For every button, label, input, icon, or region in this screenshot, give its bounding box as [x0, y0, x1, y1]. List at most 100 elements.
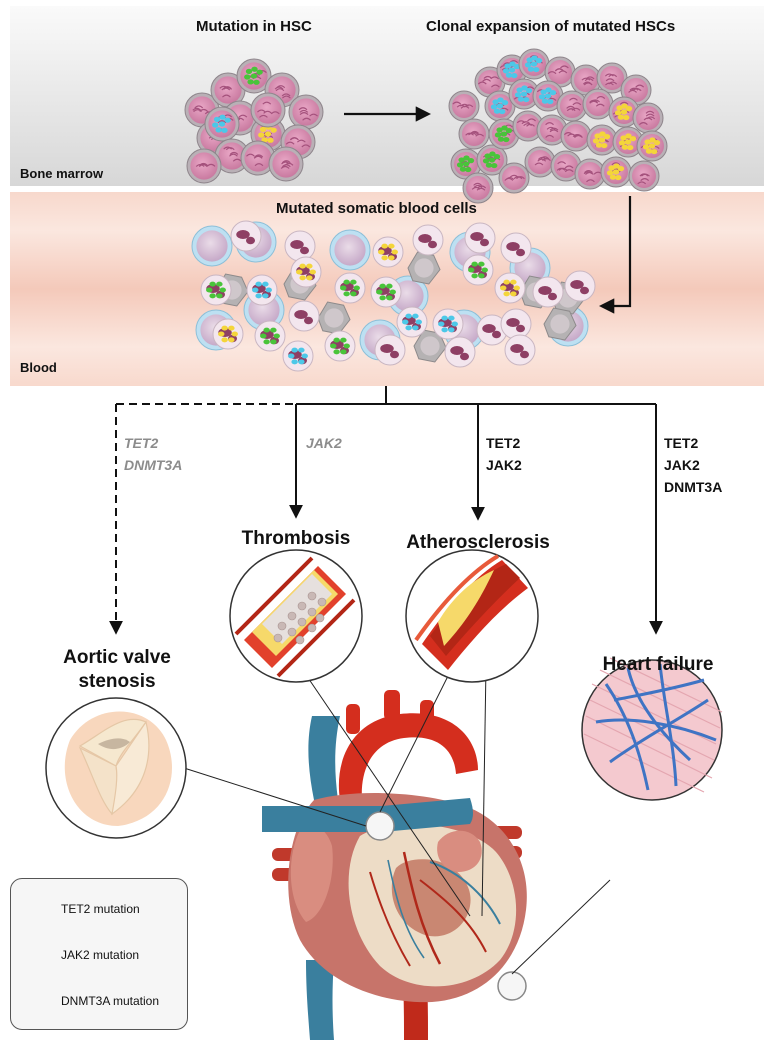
- platelet-cell: [407, 251, 441, 285]
- gene-label-thrombosis: JAK2: [306, 432, 342, 454]
- hsc-cluster-expanded: [448, 48, 668, 204]
- mutated-hsc: [488, 118, 520, 150]
- gene-label-aortic: TET2 DNMT3A: [124, 432, 182, 476]
- hsc-cell: [210, 72, 246, 108]
- hsc-cell: [536, 114, 568, 146]
- legend-label-tet2: TET2 mutation: [61, 902, 140, 916]
- atherosclerosis-zoom: [405, 549, 539, 683]
- mutated-white-cell: [372, 236, 404, 268]
- mutated-hsc: [518, 48, 550, 80]
- gene-tet2: TET2: [486, 435, 521, 451]
- mutated-hsc: [204, 106, 240, 142]
- mutated-white-cell: [324, 330, 356, 362]
- hsc-cell: [240, 140, 276, 176]
- hsc-cell: [288, 94, 324, 130]
- mutated-hsc: [508, 78, 540, 110]
- hsc-cell: [184, 92, 220, 128]
- mutated-white-cell: [396, 306, 428, 338]
- heart-failure-zoom: [581, 657, 723, 801]
- mutated-white-cell: [200, 274, 232, 306]
- mutated-white-cell: [370, 276, 402, 308]
- hsc-cell: [498, 162, 530, 194]
- inferior-vena-cava: [306, 960, 334, 1040]
- legend-item-tet2: TET2 mutation: [19, 891, 140, 927]
- heart-illustration: [262, 690, 527, 1040]
- red-blood-cell: [329, 229, 371, 271]
- gene-jak2: JAK2: [664, 457, 700, 473]
- gene-jak2: JAK2: [306, 435, 342, 451]
- hsc-cell: [250, 92, 286, 128]
- white-cell: [444, 336, 476, 368]
- hsc-cell: [462, 172, 494, 204]
- aortic-valve-zoom: [45, 697, 187, 839]
- pulmonary-artery: [262, 806, 385, 832]
- platelet-cell: [543, 307, 577, 341]
- disease-atherosclerosis: Atherosclerosis: [406, 532, 550, 553]
- hsc-cell: [560, 120, 592, 152]
- hsc-cell: [556, 90, 588, 122]
- stage-title-mutation: Mutation in HSC: [196, 18, 312, 35]
- gene-tet2: TET2: [124, 435, 159, 451]
- hsc-cell: [632, 102, 664, 134]
- platelet-cell: [317, 301, 351, 335]
- myocardium-marker: [497, 971, 527, 1001]
- mutated-hsc: [484, 90, 516, 122]
- hsc-cell: [214, 138, 250, 174]
- marrow-to-blood-arrow: [598, 196, 632, 314]
- mutated-hsc: [586, 124, 618, 156]
- white-cell: [230, 220, 262, 252]
- mutated-white-cell: [212, 318, 244, 350]
- bone-marrow-label: Bone marrow: [20, 166, 104, 181]
- legend-label-jak2: JAK2 mutation: [61, 948, 140, 962]
- gene-dnmt3a: DNMT3A: [124, 457, 183, 473]
- mutated-blood-cells: [191, 220, 596, 372]
- hsc-cell: [582, 88, 614, 120]
- mutated-hsc: [612, 126, 644, 158]
- mutated-hsc: [236, 58, 272, 94]
- white-cell: [564, 270, 596, 302]
- mutated-white-cell: [282, 340, 314, 372]
- mutated-white-cell: [290, 256, 322, 288]
- hsc-cell: [550, 150, 582, 182]
- legend-label-dnmt3a: DNMT3A mutation: [61, 994, 160, 1008]
- mutated-hsc: [476, 144, 508, 176]
- hsc-cell: [458, 118, 490, 150]
- hsc-cell: [574, 158, 606, 190]
- blood-label: Blood: [20, 360, 57, 375]
- hsc-cell: [268, 146, 304, 182]
- disease-aortic-valve-stenosis: Aortic valve stenosis: [63, 647, 171, 692]
- white-cell: [374, 334, 406, 366]
- white-cell: [476, 314, 508, 346]
- platelet-cell: [413, 329, 447, 363]
- white-cell: [500, 232, 532, 264]
- mutated-hsc: [532, 80, 564, 112]
- hsc-cell: [524, 146, 556, 178]
- white-cell: [288, 300, 320, 332]
- gene-jak2: JAK2: [486, 457, 522, 473]
- white-cell: [284, 230, 316, 262]
- mutated-hsc: [636, 130, 668, 162]
- red-blood-cell: [191, 225, 233, 267]
- thrombosis-zoom: [229, 549, 363, 683]
- legend: TET2 mutation JAK2 mutation DNMT3A mutat…: [10, 878, 188, 1030]
- mutated-white-cell: [334, 272, 366, 304]
- aortic-valve-marker: [365, 811, 395, 841]
- mutated-white-cell: [494, 272, 526, 304]
- hsc-cell: [186, 148, 222, 184]
- mutated-white-cell: [462, 254, 494, 286]
- hsc-cluster-initial: [184, 58, 324, 184]
- hsc-cell: [628, 160, 660, 192]
- stage-title-clonal-expansion: Clonal expansion of mutated HSCs: [426, 18, 676, 35]
- legend-item-dnmt3a: DNMT3A mutation: [19, 983, 159, 1019]
- hsc-cell: [448, 90, 480, 122]
- stage-title-mutated-cells: Mutated somatic blood cells: [276, 200, 477, 217]
- aortic-arch: [338, 713, 478, 800]
- white-cell: [504, 334, 536, 366]
- disease-thrombosis: Thrombosis: [241, 528, 351, 549]
- gene-dnmt3a: DNMT3A: [664, 479, 723, 495]
- white-cell: [500, 308, 532, 340]
- branch-connectors: [109, 386, 663, 635]
- mutated-white-cell: [246, 274, 278, 306]
- white-cell: [532, 276, 564, 308]
- disease-heart-failure: Heart failure: [602, 654, 714, 675]
